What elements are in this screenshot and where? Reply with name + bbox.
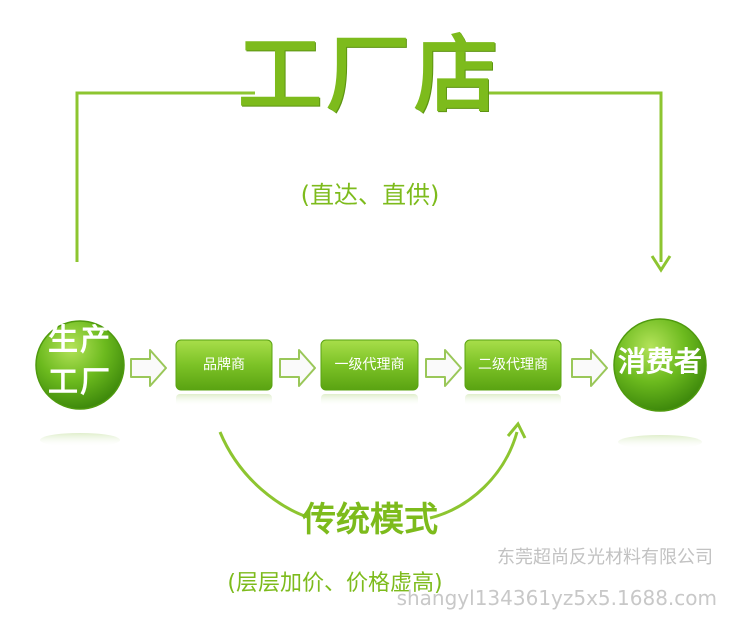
top-connector: [75, 91, 672, 273]
direct-supply-note: (直达、直供): [300, 181, 440, 209]
chain-label-brand: 品牌商: [203, 357, 245, 373]
consumer-circle: [613, 318, 707, 449]
chain-box-agent-2: [464, 339, 562, 406]
flow-arrow-icon: [130, 349, 167, 387]
traditional-model-note: (层层加价、价格虚高): [227, 571, 443, 596]
page-title: 工厂店: [237, 26, 502, 124]
producer-line1: 生产: [48, 323, 112, 358]
consumer-label: 消费者: [617, 345, 702, 378]
flow-arrow-icon: [279, 349, 316, 387]
chain-label-agent-1: 一级代理商: [334, 357, 405, 373]
watermark-url: shangyl134361yz5x5.1688.com: [396, 586, 717, 610]
producer-label: 生产 工厂: [40, 320, 120, 404]
traditional-model-title: 传统模式: [302, 500, 438, 540]
watermark-company: 东莞超尚反光材料有限公司: [497, 547, 713, 568]
flow-arrow-icon: [425, 349, 462, 387]
flow-arrow-icon: [571, 349, 608, 387]
producer-circle: [35, 320, 125, 447]
chain-box-brand: [175, 339, 273, 406]
chain-box-agent-1: [320, 339, 419, 406]
traditional-curve: [218, 421, 527, 520]
curve-arrow-up-icon: [506, 421, 527, 439]
top-arrow-down-icon: [650, 255, 672, 273]
chain-label-agent-2: 二级代理商: [478, 357, 548, 373]
producer-line2: 工厂: [48, 365, 112, 400]
